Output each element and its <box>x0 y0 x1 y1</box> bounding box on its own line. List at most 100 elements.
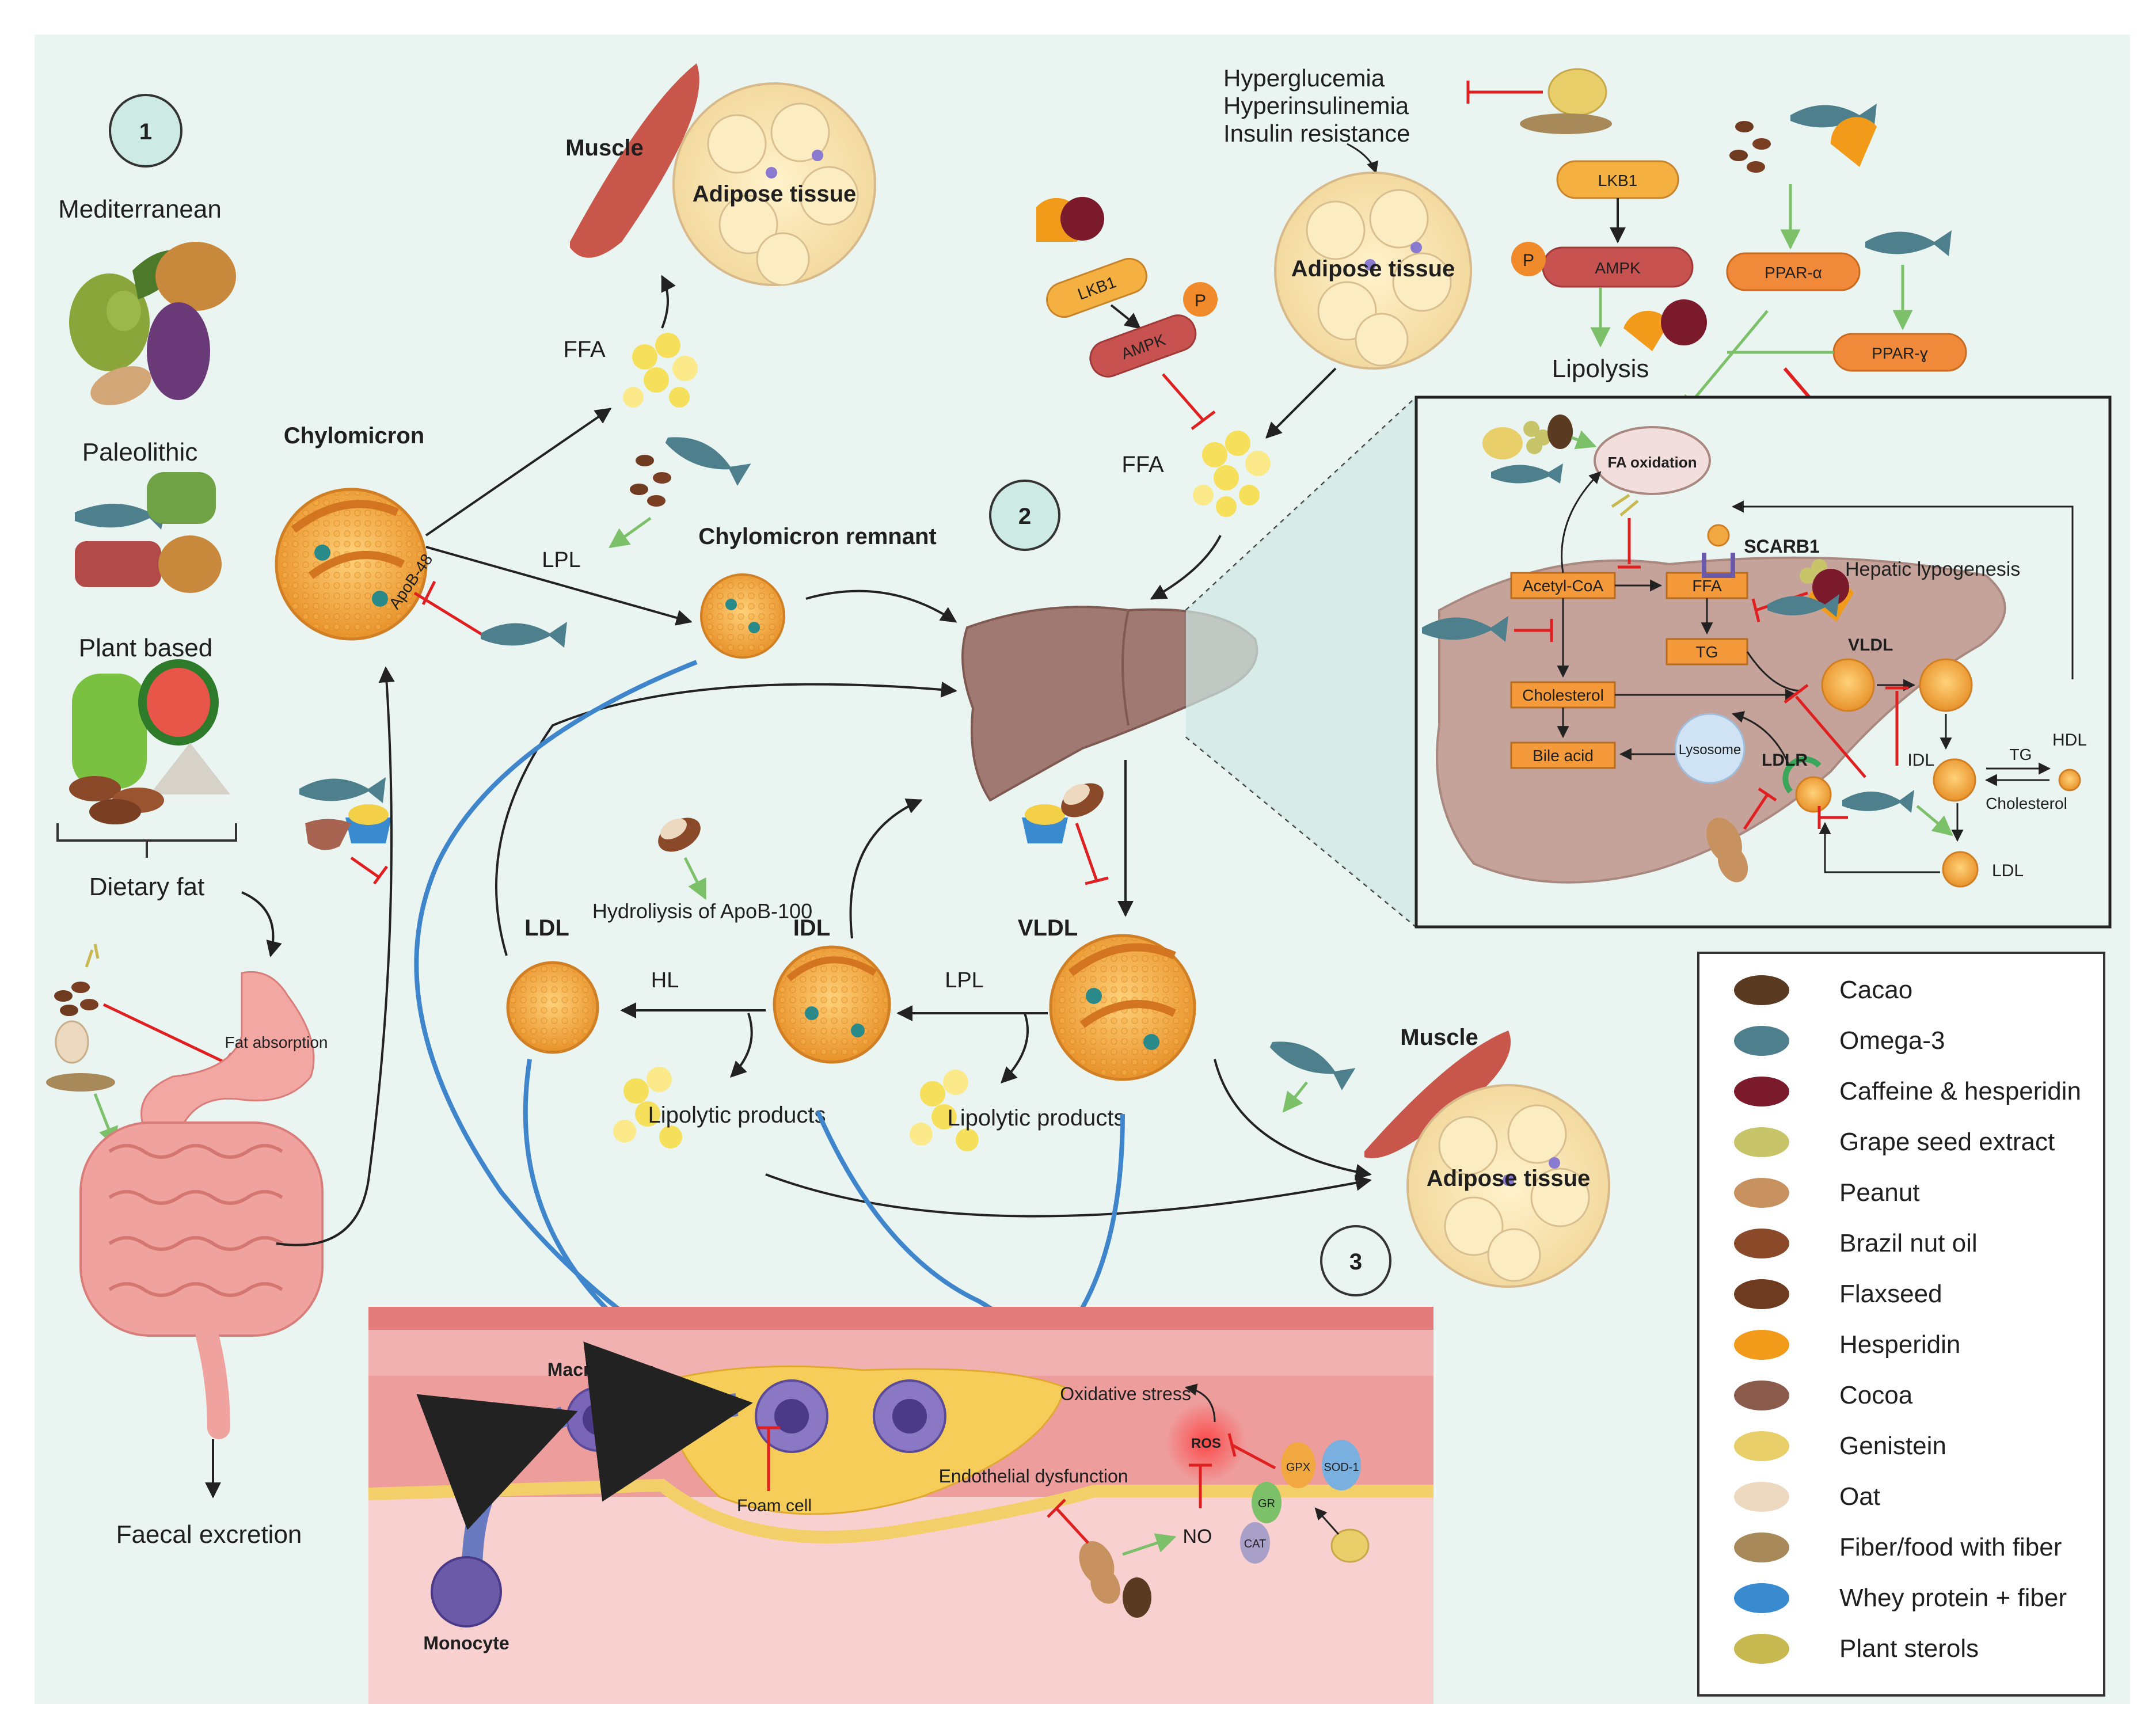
digestive-tract-icon: Fat absorption <box>79 971 328 1439</box>
oat-icon <box>55 1020 89 1064</box>
legend-item: Genistein <box>1734 1431 1946 1461</box>
ffa-droplets-icon <box>1193 431 1271 517</box>
adipose-middle-icon <box>1274 172 1472 370</box>
fish-icon <box>481 622 567 648</box>
plum-orange-icon <box>1734 1077 1789 1106</box>
sod1-label: SOD-1 <box>1324 1461 1359 1474</box>
panel-1-label: 1 <box>139 119 152 144</box>
panel-3-label: 3 <box>1349 1249 1362 1275</box>
muscle-top-icon <box>570 63 699 258</box>
legend-item-label: Caffeine & hesperidin <box>1839 1077 2081 1105</box>
idl-label: IDL <box>793 915 830 941</box>
hl-label: HL <box>651 968 679 993</box>
legend-item: Cocoa <box>1734 1381 1913 1410</box>
soybean-icon <box>1734 1431 1789 1461</box>
panel-number-1 <box>109 94 182 168</box>
lipolytic-droplets-left-icon <box>613 1067 682 1149</box>
legend-item-label: Whey protein + fiber <box>1839 1584 2067 1612</box>
chylomicron-remnant-label: Chylomicron remnant <box>698 524 936 549</box>
cacao-bean-icon <box>1734 975 1789 1005</box>
hepatic-lypogenesis-label: Hepatic lypogenesis <box>1845 558 2020 580</box>
phospho-right-badge <box>1511 242 1546 276</box>
foam-cell-label: Foam cell <box>737 1496 812 1515</box>
lipolytic-droplets-right-icon <box>910 1070 979 1151</box>
idl-inset-label: IDL <box>1907 751 1934 770</box>
muscle-top-label: Muscle <box>565 135 644 161</box>
adipose-top-icon <box>672 82 876 286</box>
panel-2: 2 Hyperglucemia Hyperinsulinemia Insulin… <box>495 64 1612 1288</box>
panel-number-3 <box>1320 1225 1391 1296</box>
legend-item: Peanut <box>1734 1178 1919 1208</box>
lysosome-label: Lysosome <box>1679 742 1741 758</box>
brazil-nut-icon <box>658 817 701 852</box>
oat-icon <box>1734 1482 1789 1512</box>
fish-icon <box>299 777 386 803</box>
paleolithic-foods-icon <box>75 472 222 593</box>
hdl-inset-particle <box>2058 769 2081 792</box>
adipose-top-label: Adipose tissue <box>693 181 857 207</box>
diet-mediterranean-label: Mediterranean <box>58 195 222 223</box>
cacao-bean-icon <box>1123 1577 1151 1618</box>
legend-item: Oat <box>1734 1482 1880 1512</box>
bile-acid-label: Bile acid <box>1533 747 1594 765</box>
endothelial-dysfunction-label: Endothelial dysfunction <box>938 1466 1128 1486</box>
fa-oxidation-label: FA oxidation <box>1607 454 1697 471</box>
ffa-droplets-icon <box>623 333 698 408</box>
legend-item-label: Hesperidin <box>1839 1330 1960 1359</box>
mitochondrion-icon <box>1594 426 1711 495</box>
ampk-left-pill: AMPK <box>1089 314 1197 378</box>
legend-item: Cacao <box>1734 975 1912 1005</box>
plant-sterol-icon <box>1734 1634 1789 1664</box>
macrophage-label: Macrophage <box>547 1359 656 1380</box>
gpx-enzyme-icon <box>1281 1442 1315 1488</box>
panel-3: 3 Macrophage Foam cell Monocyte Oxidativ… <box>368 1225 1433 1704</box>
scarb1-label: SCARB1 <box>1744 536 1820 557</box>
cholesterol-inset-label: Cholesterol <box>1522 686 1604 704</box>
grape-icon <box>1734 1127 1789 1157</box>
plum-orange-icon <box>1036 197 1104 242</box>
tg-inset-label: TG <box>1696 643 1718 661</box>
legend-item-label: Oat <box>1839 1482 1880 1511</box>
no-label: NO <box>1183 1526 1212 1547</box>
acetyl-coa-label: Acetyl-CoA <box>1523 577 1603 595</box>
liver-small-icon <box>305 819 351 850</box>
whey-scoop-icon <box>1022 804 1068 843</box>
chylomicron-label: Chylomicron <box>284 423 424 448</box>
phospho-left-label: P <box>1195 291 1206 310</box>
hydrolysis-label: Hydroliysis of ApoB-100 <box>592 899 812 923</box>
lkb1-left-pill: LKB1 <box>1046 257 1147 318</box>
ppar-alpha-label: PPAR-α <box>1765 264 1822 282</box>
cocoa-powder-icon <box>1734 1381 1789 1410</box>
fiber-icon <box>46 1073 115 1092</box>
gr-enzyme-icon <box>1252 1482 1282 1523</box>
muscle-bottom-label: Muscle <box>1400 1025 1478 1050</box>
peanut-icon <box>1734 1178 1789 1208</box>
legend-item: Flaxseed <box>1734 1279 1942 1309</box>
legend-item-label: Fiber/food with fiber <box>1839 1533 2062 1561</box>
idl-inset-particle <box>1933 758 1976 802</box>
ldl-label: LDL <box>524 915 569 941</box>
ros-glow <box>1166 1402 1246 1482</box>
dietary-fat-label: Dietary fat <box>89 873 205 901</box>
lysosome-icon <box>1674 713 1746 784</box>
legend-box <box>1697 952 2105 1697</box>
genistein-grape-cacao-icon <box>1482 415 1573 484</box>
vldl-inset-particle <box>1821 658 1875 712</box>
legend-item-label: Cacao <box>1839 976 1912 1004</box>
fish-icon <box>1734 1026 1789 1056</box>
legend-item-label: Grape seed extract <box>1839 1128 2055 1156</box>
flaxseed-icon <box>630 455 671 507</box>
ffa-top-label: FFA <box>563 337 606 362</box>
vldl-label: VLDL <box>1018 915 1078 941</box>
plant-sterol-icon <box>85 944 100 968</box>
ros-label: ROS <box>1191 1436 1221 1451</box>
lkb1-right-label: LKB1 <box>1598 172 1638 189</box>
vldl-inset-label: VLDL <box>1848 636 1893 655</box>
flaxseed-icon <box>54 982 98 1016</box>
phospho-left-badge <box>1183 282 1218 317</box>
cat-label: CAT <box>1244 1538 1267 1550</box>
lpl-bottom-label: LPL <box>945 968 984 993</box>
panel-1: 1 Mediterranean Paleolithic Plant based <box>46 94 395 1549</box>
legend-item: Whey protein + fiber <box>1734 1583 2067 1613</box>
